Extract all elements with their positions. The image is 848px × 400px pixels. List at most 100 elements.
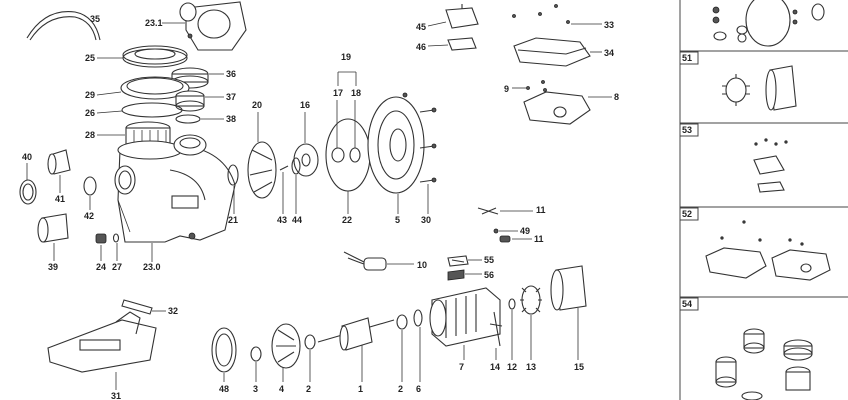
label-24: 24 (96, 262, 106, 272)
part-bolts-30 (419, 107, 437, 183)
label-37: 37 (226, 92, 236, 102)
part-oring-38 (175, 114, 201, 124)
part-oring-42 (83, 176, 97, 196)
label-48: 48 (219, 384, 229, 394)
label-23-0: 23.0 (143, 262, 161, 272)
label-10: 10 (417, 260, 427, 270)
label-31: 31 (111, 391, 121, 400)
label-32: 32 (168, 306, 178, 316)
label-46: 46 (416, 42, 426, 52)
part-oring-26 (121, 102, 183, 118)
part-union-40 (19, 179, 37, 205)
label-29: 29 (85, 90, 95, 100)
kit-label-53: 53 (682, 125, 692, 135)
part-rotor-1 (317, 317, 395, 351)
part-gasket-46 (447, 37, 477, 51)
part-nut-36 (171, 67, 209, 89)
part-screw-14 (493, 311, 501, 347)
part-3 (250, 346, 262, 362)
part-bearing-2b (396, 314, 408, 330)
label-43: 43 (277, 215, 287, 225)
label-25: 25 (85, 53, 95, 63)
part-pump-top-23-1 (179, 1, 247, 51)
label-12: 12 (507, 362, 517, 372)
label-49: 49 (520, 226, 530, 236)
part-ring-29 (120, 76, 190, 100)
label-1: 1 (358, 384, 363, 394)
label-17: 17 (333, 88, 343, 98)
label-27: 27 (112, 262, 122, 272)
label-11b: 11 (534, 234, 544, 244)
part-lid-25 (122, 45, 188, 68)
label-11a: 11 (536, 205, 546, 215)
label-5: 5 (395, 215, 400, 225)
label-7: 7 (459, 362, 464, 372)
label-42: 42 (84, 211, 94, 221)
label-41: 41 (55, 194, 65, 204)
part-oring-21 (227, 164, 239, 186)
kit-label-52: 52 (682, 209, 692, 219)
part-gasket-32 (121, 299, 153, 315)
part-seal-17 (331, 147, 345, 163)
label-44: 44 (292, 215, 302, 225)
part-49 (493, 228, 499, 234)
label-22: 22 (342, 215, 352, 225)
part-union-37 (175, 90, 205, 112)
label-14: 14 (490, 362, 500, 372)
label-28: 28 (85, 130, 95, 140)
label-20: 20 (252, 100, 262, 110)
label-15: 15 (574, 362, 584, 372)
part-capacitor-10 (343, 251, 387, 271)
label-30: 30 (421, 215, 431, 225)
part-screws-33 (512, 4, 570, 24)
label-2a: 2 (306, 384, 311, 394)
kit-51 (722, 65, 797, 111)
label-9: 9 (504, 84, 509, 94)
label-2b: 2 (398, 384, 403, 394)
part-pump-body-23-0 (114, 134, 236, 243)
part-55 (447, 255, 469, 267)
kit-panel: 51 53 52 (679, 0, 848, 400)
part-seal-18 (349, 147, 361, 163)
label-40: 40 (22, 152, 32, 162)
label-26: 26 (85, 108, 95, 118)
label-39: 39 (48, 262, 58, 272)
label-23-1: 23.1 (145, 18, 163, 28)
part-seal-plate-5 (367, 92, 425, 194)
part-fan-cover-48 (211, 327, 237, 373)
part-diffuser-20 (247, 141, 277, 199)
part-tail-41 (47, 149, 71, 175)
part-washer-12 (508, 298, 516, 310)
label-35: 35 (90, 14, 100, 24)
label-56: 56 (484, 270, 494, 280)
part-fan-13 (520, 285, 542, 315)
label-34: 34 (604, 48, 614, 58)
kit-top (712, 0, 825, 47)
part-ring-6 (413, 309, 423, 327)
part-terminal-box-8 (523, 88, 591, 125)
label-18: 18 (351, 88, 361, 98)
label-36: 36 (226, 69, 236, 79)
part-tail-39 (37, 213, 69, 243)
kit-label-51: 51 (682, 53, 692, 63)
part-handle-35 (26, 10, 101, 41)
part-drain-plug-24 (95, 233, 107, 244)
part-base-31 (47, 311, 157, 373)
label-38: 38 (226, 114, 236, 124)
part-oring-27 (112, 233, 120, 243)
part-ring-44 (291, 157, 301, 175)
part-seal-kit-19 (337, 71, 357, 86)
kit-52 (705, 220, 831, 281)
part-screw-9 (526, 80, 545, 90)
part-bearing-2a (304, 334, 316, 350)
label-19: 19 (341, 52, 351, 62)
part-motor-7 (429, 287, 503, 347)
label-8: 8 (614, 92, 619, 102)
label-33: 33 (604, 20, 614, 30)
label-16: 16 (300, 100, 310, 110)
part-fan-cover-15 (550, 265, 587, 311)
part-box-45 (445, 4, 479, 29)
label-6: 6 (416, 384, 421, 394)
part-bolt-43 (279, 165, 289, 171)
